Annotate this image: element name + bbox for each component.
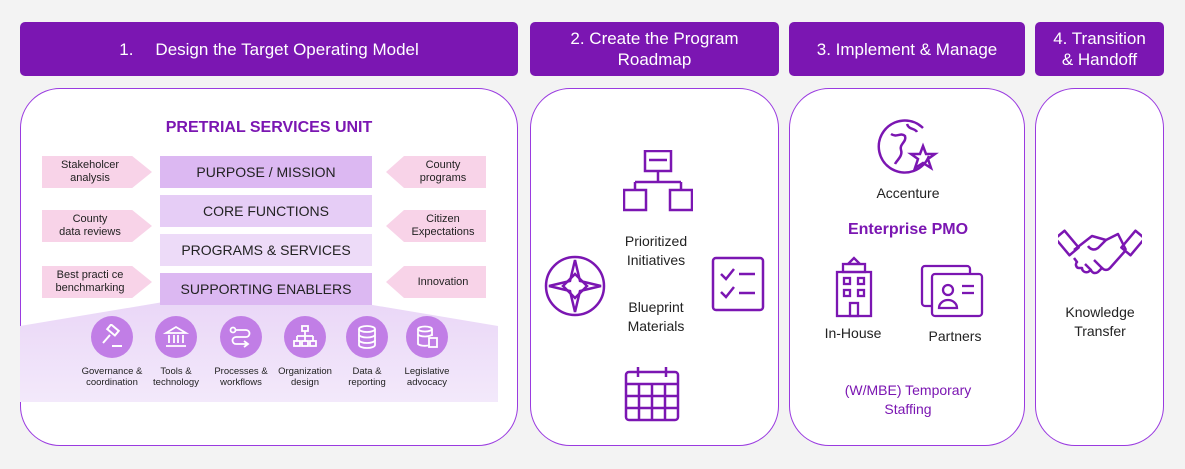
enabler-organization: Organization design	[268, 316, 342, 388]
phase-3-header: 3. Implement & Manage	[789, 22, 1025, 76]
panel-implement-manage	[789, 88, 1025, 446]
input-county-programs: County programs	[386, 156, 486, 188]
input-county-data-reviews: County data reviews	[42, 210, 152, 242]
partners-label: Partners	[928, 328, 982, 344]
enabler-data: Data & reporting	[330, 316, 404, 388]
input-innovation: Innovation	[386, 266, 486, 298]
phase-1-title: Design the Target Operating Model	[155, 39, 419, 59]
enabler-label: Organization design	[278, 366, 332, 388]
globe-star-icon	[877, 116, 941, 180]
process-flow-icon	[220, 316, 262, 358]
layer-purpose: PURPOSE / MISSION	[160, 156, 372, 188]
handshake-icon	[1058, 218, 1142, 282]
org-chart-icon	[284, 316, 326, 358]
enabler-label: Legislative advocacy	[404, 366, 450, 388]
compass-icon	[543, 254, 607, 318]
checklist-icon	[711, 256, 765, 312]
enabler-label: Processes & workflows	[214, 366, 268, 388]
phase-1-number: 1.	[119, 39, 134, 59]
temporary-staffing-label: (W/MBE) Temporary Staffing	[844, 382, 972, 417]
office-building-icon	[834, 256, 874, 318]
prioritized-initiatives: Prioritized Initiatives	[624, 233, 688, 268]
input-citizen-expectations: Citizen Expectations	[386, 210, 486, 242]
document-database-icon	[406, 316, 448, 358]
enabler-label: Governance & coordination	[81, 366, 143, 388]
phase-2-header: 2. Create the Program Roadmap	[530, 22, 779, 76]
org-chart-icon	[623, 150, 693, 212]
panel-program-roadmap	[530, 88, 779, 446]
enterprise-pmo-label: Enterprise PMO	[847, 221, 969, 238]
database-icon	[346, 316, 388, 358]
partner-id-card-icon	[920, 264, 984, 318]
blueprint-materials: Blueprint Materials	[627, 299, 685, 334]
input-stakeholder-analysis: Stakeholcer analysis	[42, 156, 152, 188]
building-columns-icon	[155, 316, 197, 358]
enabler-label: Data & reporting	[348, 366, 386, 388]
knowledge-transfer-label: Knowledge Transfer	[1065, 304, 1135, 339]
phase-4-header: 4. Transition & Handoff	[1035, 22, 1164, 76]
phase-2-title: 2. Create the Program Roadmap	[570, 29, 739, 69]
enabler-label: Tools & technology	[153, 366, 199, 388]
gavel-icon	[91, 316, 133, 358]
calendar-icon	[624, 366, 680, 422]
enabler-governance: Governance & coordination	[75, 316, 149, 388]
enabler-processes: Processes & workflows	[204, 316, 278, 388]
layer-programs: PROGRAMS & SERVICES	[160, 234, 372, 266]
in-house-label: In-House	[824, 325, 882, 341]
input-best-practice: Best practi ce benchmarking	[42, 266, 152, 298]
pretrial-title: PRETRIAL SERVICES UNIT	[165, 119, 373, 136]
enabler-legislative: Legislative advocacy	[390, 316, 464, 388]
phase-4-title: 4. Transition & Handoff	[1053, 29, 1146, 69]
layer-core-functions: CORE FUNCTIONS	[160, 195, 372, 227]
accenture-label: Accenture	[876, 185, 940, 201]
enabler-tools: Tools & technology	[139, 316, 213, 388]
layer-enablers: SUPPORTING ENABLERS	[160, 273, 372, 305]
phase-1-header: 1. Design the Target Operating Model	[20, 22, 518, 76]
phase-3-title: 3. Implement & Manage	[816, 39, 998, 59]
